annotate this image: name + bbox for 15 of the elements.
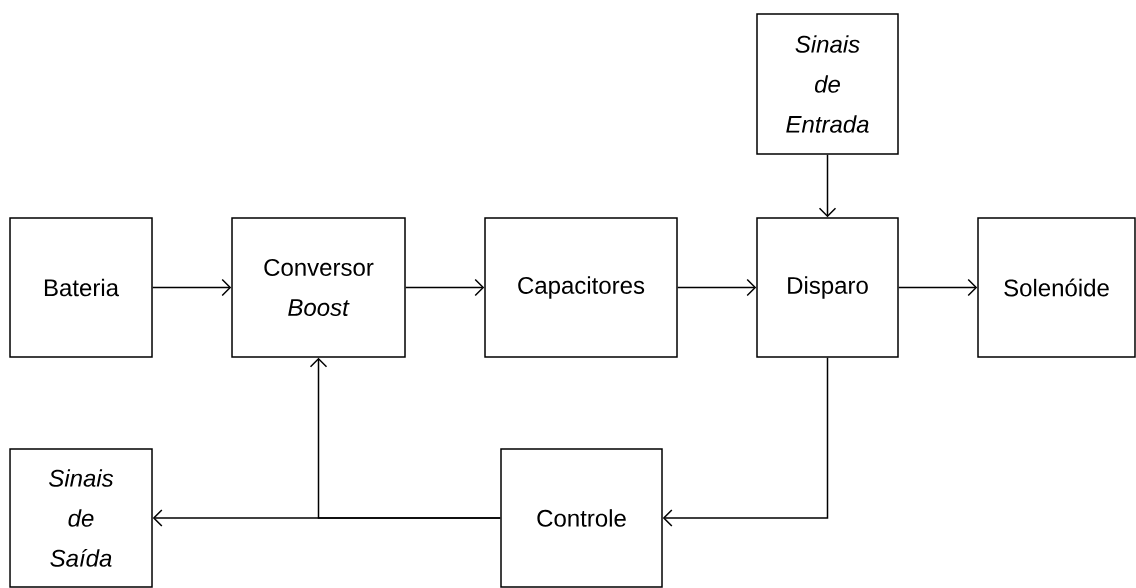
arrow — [677, 278, 757, 297]
arrow — [152, 278, 232, 297]
block-box: Bateria — [9, 217, 153, 358]
arrow — [662, 357, 829, 527]
block-box: Conversor Boost — [231, 217, 406, 358]
arrow — [405, 278, 485, 297]
arrow — [818, 154, 837, 218]
block-box: Sinais de Saída — [9, 448, 153, 588]
block-box: Solenóide — [977, 217, 1136, 358]
block-box: Sinais de Entrada — [756, 13, 899, 155]
block-box: Controle — [500, 448, 663, 588]
arrow — [309, 357, 501, 519]
block-box: Disparo — [756, 217, 899, 358]
arrow — [898, 278, 978, 297]
block-box: Capacitores — [484, 217, 678, 358]
